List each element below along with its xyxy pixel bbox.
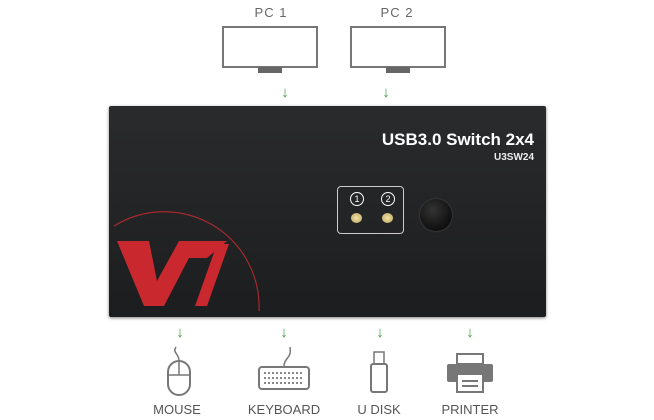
brand-logo	[113, 211, 260, 312]
arrow-down-icon: ↓	[376, 324, 384, 341]
printer-icon	[447, 353, 493, 393]
device-title: USB3.0 Switch 2x4	[381, 130, 534, 149]
mouse-icon	[167, 346, 191, 396]
switch-button[interactable]	[420, 199, 452, 231]
led-number-1: 1	[350, 192, 364, 206]
pc2-label: PC 2	[380, 5, 414, 20]
led-indicator-2	[382, 213, 393, 223]
arrow-down-icon: ↓	[382, 84, 390, 101]
arrow-down-icon: ↓	[466, 324, 474, 341]
udisk-label: U DISK	[357, 402, 401, 417]
keyboard-icon	[258, 346, 310, 390]
led-panel: 1 2	[337, 186, 404, 234]
arrow-down-icon: ↓	[280, 324, 288, 341]
pc1-label: PC 1	[254, 5, 288, 20]
usb-drive-icon	[370, 351, 388, 393]
usb-switch-device: USB3.0 Switch 2x4 U3SW24 1 2	[109, 106, 546, 317]
keyboard-label: KEYBOARD	[247, 402, 321, 417]
led-number-2: 2	[381, 192, 395, 206]
arrow-down-icon: ↓	[176, 324, 184, 341]
mouse-label: MOUSE	[153, 402, 201, 417]
monitor-icon	[350, 26, 446, 73]
led-indicator-1	[351, 213, 362, 223]
monitor-icon	[222, 26, 318, 73]
printer-label: PRINTER	[441, 402, 499, 417]
device-model: U3SW24	[493, 152, 534, 163]
arrow-down-icon: ↓	[281, 84, 289, 101]
